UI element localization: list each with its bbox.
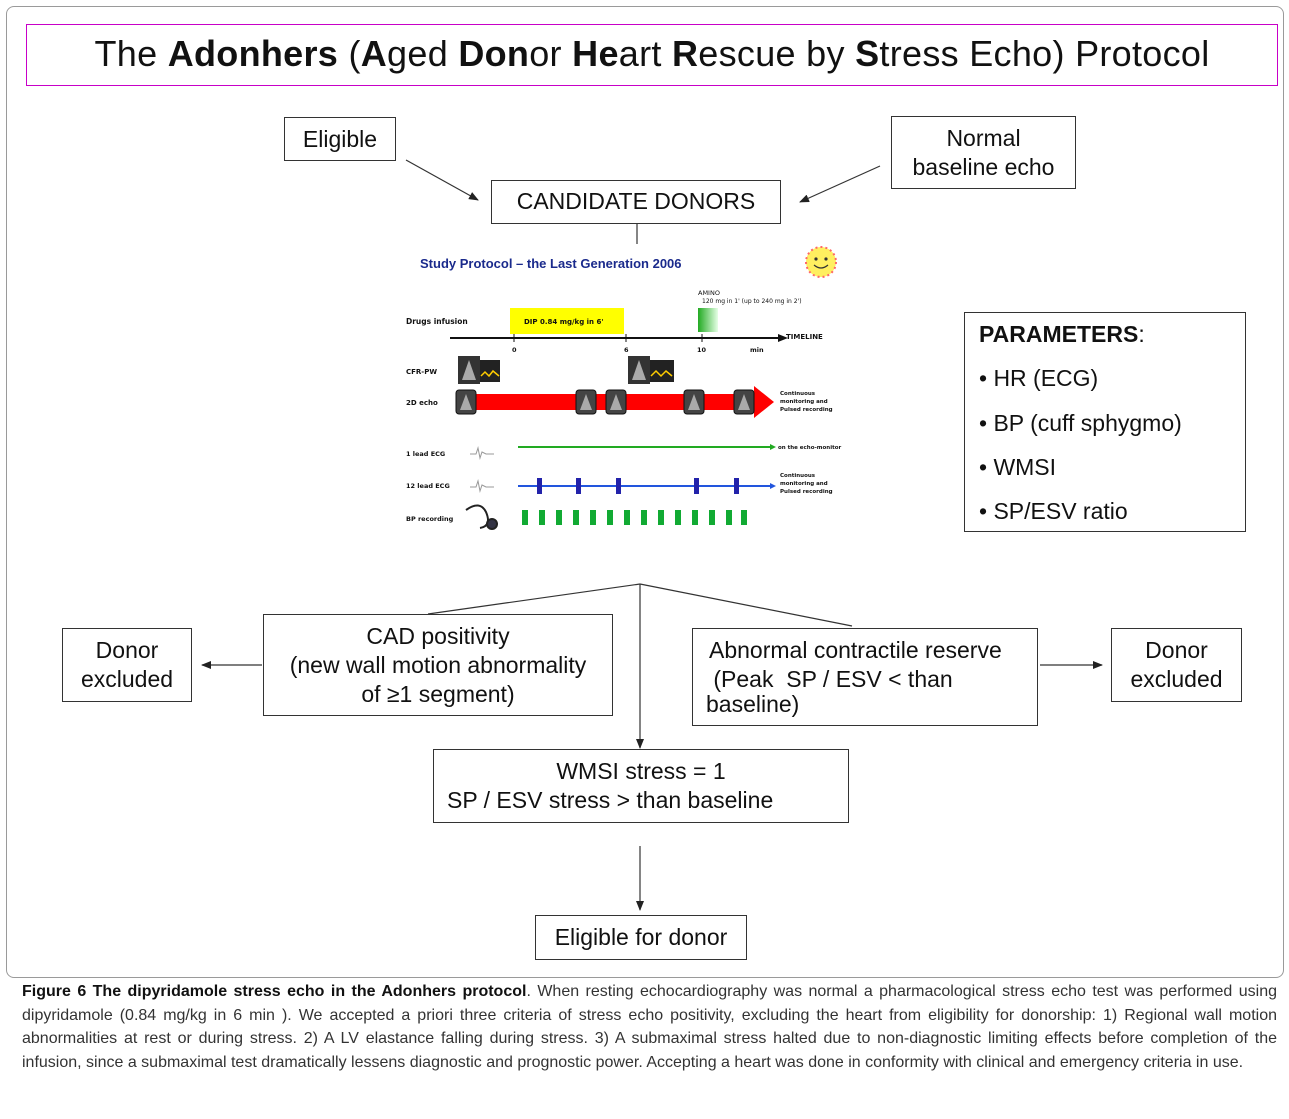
timeline-label: TIMELINE bbox=[786, 333, 823, 341]
continuous-2-line-2: monitoring and bbox=[780, 481, 828, 487]
amino-bar bbox=[698, 308, 718, 332]
row-cfr-pw: CFR-PW bbox=[406, 368, 437, 376]
row-12-lead-ecg: 12 lead ECG bbox=[406, 482, 450, 490]
candidate-donors-box: CANDIDATE DONORS bbox=[491, 180, 781, 224]
normal-baseline-line-1: Normal bbox=[946, 125, 1021, 151]
sun-icon bbox=[805, 246, 837, 278]
eligible-label: Eligible bbox=[302, 126, 378, 152]
parameter-item: • BP (cuff sphygmo) bbox=[979, 410, 1182, 436]
continuous-1-line-1: Continuous bbox=[780, 391, 816, 397]
dip-bar bbox=[510, 308, 624, 334]
donor-excluded-left-line-1: Donor bbox=[95, 637, 159, 663]
normal-baseline-line-2: baseline echo bbox=[912, 154, 1055, 180]
cfr-pw-image-2 bbox=[628, 356, 674, 384]
donor-excluded-right-box: Donor excluded bbox=[1111, 628, 1242, 702]
tick-6: 6 bbox=[624, 346, 629, 354]
tick-10: 10 bbox=[697, 346, 707, 354]
cad-positivity-line-1: CAD positivity bbox=[366, 623, 510, 649]
wmsi-stress-box: WMSI stress = 1 SP / ESV stress > than b… bbox=[433, 749, 849, 823]
continuous-2-line-3: Pulsed recording bbox=[780, 489, 833, 495]
row-1-lead-ecg: 1 lead ECG bbox=[406, 450, 445, 458]
caption-text: . When resting echocardiography was norm… bbox=[22, 983, 1278, 1071]
caption-label: Figure 6 bbox=[22, 983, 87, 1000]
figure-caption: Figure 6 The dipyridamole stress echo in… bbox=[22, 980, 1277, 1074]
amino-label: AMINO bbox=[698, 289, 720, 297]
parameters-heading: PARAMETERS: bbox=[979, 321, 1145, 347]
figure-frame bbox=[6, 6, 1284, 978]
cad-positivity-line-3: of ≥1 segment) bbox=[361, 681, 515, 707]
donor-excluded-left-line-2: excluded bbox=[80, 666, 174, 692]
continuous-1-line-3: Pulsed recording bbox=[780, 407, 833, 413]
dip-label: DIP 0.84 mg/kg in 6' bbox=[524, 318, 604, 326]
arrow-baseline-to-candidates bbox=[799, 165, 881, 203]
cfr-pw-image-1 bbox=[458, 356, 500, 384]
eligible-for-donor-label: Eligible for donor bbox=[554, 924, 728, 950]
row-2d-echo: 2D echo bbox=[406, 399, 438, 407]
eligible-for-donor-box: Eligible for donor bbox=[535, 915, 747, 960]
title-box: The Adonhers (Aged Donor Heart Rescue by… bbox=[26, 24, 1278, 86]
arrow-eligible-to-candidates bbox=[405, 159, 479, 201]
amino-dose: 120 mg in 1' (up to 240 mg in 2') bbox=[702, 298, 802, 305]
caption-title: The dipyridamole stress echo in the Adon… bbox=[92, 983, 527, 1000]
cad-positivity-line-2: (new wall motion abnormality bbox=[289, 652, 587, 678]
wmsi-stress-line-1: WMSI stress = 1 bbox=[556, 758, 726, 784]
candidate-donors-label: CANDIDATE DONORS bbox=[516, 188, 756, 214]
on-echo-monitor-label: on the echo-monitor bbox=[778, 445, 841, 451]
line-to-abnormal bbox=[639, 583, 853, 627]
study-protocol-title: Study Protocol – the Last Generation 200… bbox=[420, 256, 682, 271]
line-to-cad bbox=[427, 583, 641, 615]
abnormal-reserve-line-3: baseline) bbox=[706, 691, 800, 717]
tick-0: 0 bbox=[512, 346, 517, 354]
parameters-box: PARAMETERS: • HR (ECG) • BP (cuff sphygm… bbox=[964, 312, 1246, 532]
parameter-item: • WMSI bbox=[979, 454, 1057, 480]
wmsi-stress-line-2: SP / ESV stress > than baseline bbox=[447, 787, 774, 813]
ecg-waveform-icon bbox=[470, 479, 494, 493]
study-protocol-graphics: Study Protocol – the Last Generation 200… bbox=[406, 246, 841, 530]
echo-red-arrowhead bbox=[754, 386, 774, 418]
page-title: The Adonhers (Aged Donor Heart Rescue by… bbox=[94, 33, 1210, 74]
abnormal-reserve-box: Abnormal contractile reserve (Peak SP / … bbox=[692, 628, 1038, 726]
abnormal-reserve-line-1: Abnormal contractile reserve bbox=[709, 637, 1002, 663]
parameter-item: • SP/ESV ratio bbox=[979, 498, 1128, 524]
eligible-box: Eligible bbox=[284, 117, 396, 161]
bp-cuff-icon bbox=[465, 504, 498, 530]
abnormal-reserve-line-2: (Peak SP / ESV < than bbox=[707, 666, 953, 692]
ecg-waveform-icon bbox=[470, 446, 494, 460]
drugs-infusion-label: Drugs infusion bbox=[406, 317, 468, 326]
normal-baseline-box: Normal baseline echo bbox=[891, 116, 1076, 189]
cad-positivity-box: CAD positivity (new wall motion abnormal… bbox=[263, 614, 613, 716]
continuous-1-line-2: monitoring and bbox=[780, 399, 828, 405]
tick-min: min bbox=[750, 346, 764, 354]
ecg-blue-markers bbox=[537, 478, 739, 494]
bp-recording-bars bbox=[522, 510, 747, 525]
continuous-2-line-1: Continuous bbox=[780, 473, 816, 479]
parameter-item: • HR (ECG) bbox=[979, 365, 1099, 391]
row-bp-recording: BP recording bbox=[406, 515, 454, 523]
donor-excluded-right-line-2: excluded bbox=[1130, 666, 1223, 692]
study-protocol-figure: Study Protocol – the Last Generation 200… bbox=[400, 244, 850, 534]
donor-excluded-left-box: Donor excluded bbox=[62, 628, 192, 702]
donor-excluded-right-line-1: Donor bbox=[1145, 637, 1208, 663]
